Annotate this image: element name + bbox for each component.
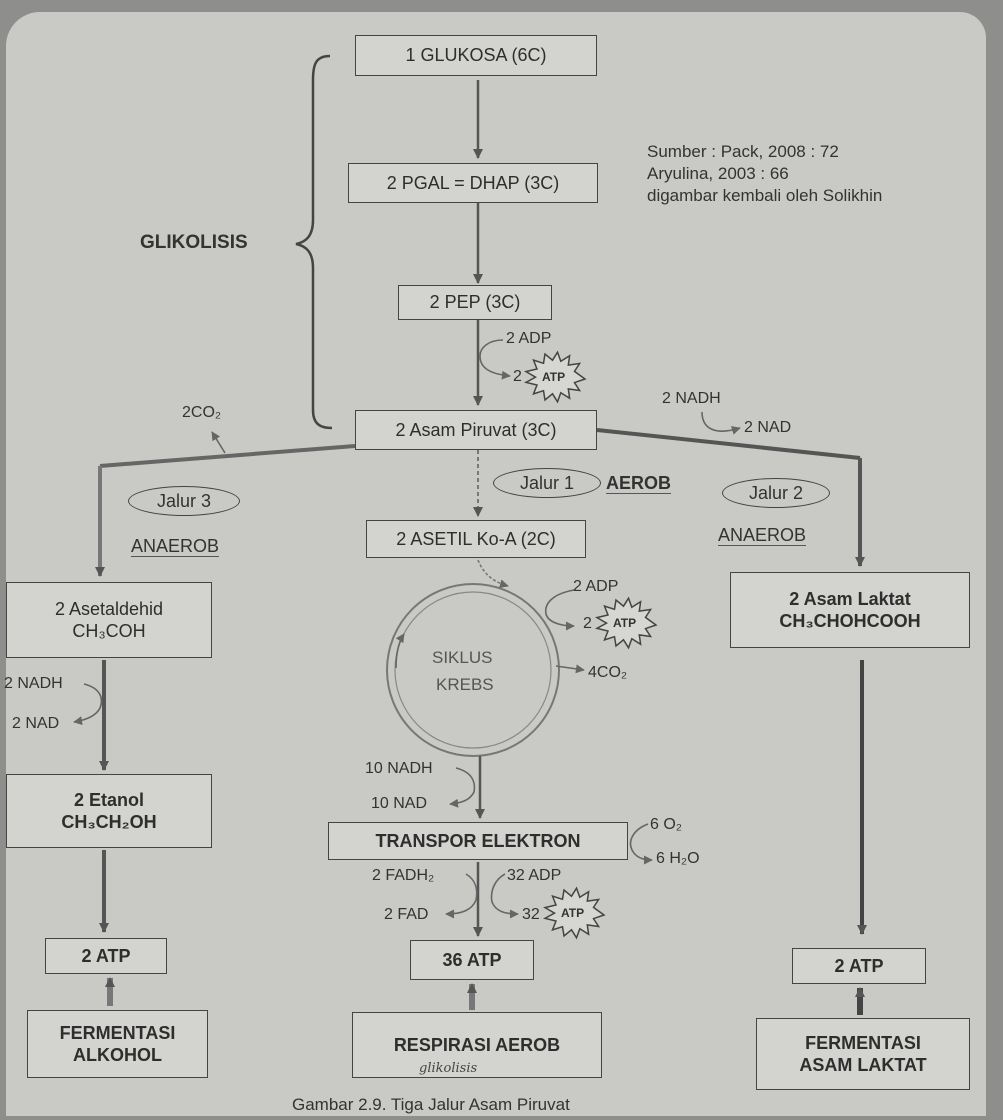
label-nad-right: 2 NAD — [744, 419, 792, 436]
source-line-2: Aryulina, 2003 : 66 — [647, 164, 789, 184]
arrow-nadh-right — [701, 411, 741, 435]
fermentasi-laktat-box: FERMENTASI ASAM LAKTAT — [756, 1018, 970, 1090]
atp-star-krebs — [594, 596, 658, 650]
anaerob-right-label: ANAEROB — [718, 525, 807, 546]
krebs-label-2: KREBS — [436, 675, 494, 694]
etanol-formula: CH₃CH₂OH — [61, 812, 157, 832]
label-atp-krebs: ATP — [613, 616, 637, 630]
etanol-box: 2 Etanol CH₃CH₂OH — [6, 774, 212, 848]
asetil-koa-box: 2 ASETIL Ko-A (2C) — [366, 520, 586, 558]
krebs-cycle-outer — [386, 583, 560, 757]
handwritten-note: glikolisis — [419, 1061, 478, 1076]
label-co2: 2CO₂ — [182, 404, 222, 421]
label-nad-10: 10 NAD — [371, 795, 428, 812]
label-nad-left: 2 NAD — [12, 715, 60, 732]
asam-laktat-box: 2 Asam Laktat CH₃CHOHCOOH — [730, 572, 970, 648]
atp-star-transpor — [542, 886, 606, 940]
branch-right — [596, 428, 861, 460]
label-o2: 6 O₂ — [650, 816, 682, 833]
label-nadh-10: 10 NADH — [365, 760, 433, 777]
fermentasi-alkohol-box: FERMENTASI ALKOHOL — [27, 1010, 208, 1078]
arrow-fadh — [445, 873, 478, 919]
jalur-2-oval: Jalur 2 — [722, 478, 830, 508]
arrow-co2 — [211, 431, 226, 454]
arrow-adp-pep — [479, 339, 511, 380]
jalur-3-oval: Jalur 3 — [128, 486, 240, 516]
atp-left-box: 2 ATP — [45, 938, 167, 974]
branch-left — [99, 444, 356, 468]
laktat-name: 2 Asam Laktat — [789, 588, 911, 609]
arrow-o2-h2o — [629, 823, 653, 865]
label-atp-krebs-count: 2 — [583, 615, 592, 632]
atp-star-pep — [523, 350, 587, 404]
krebs-cycle-inner — [394, 591, 552, 749]
arrow-co2-krebs — [555, 664, 585, 674]
label-adp-32: 32 ADP — [507, 867, 562, 884]
label-nadh-right: 2 NADH — [662, 390, 721, 407]
source-line-1: Sumber : Pack, 2008 : 72 — [647, 142, 839, 161]
asetaldehid-formula: CH₃COH — [72, 621, 146, 641]
glukosa-box: 1 GLUKOSA (6C) — [355, 35, 597, 76]
figure-caption: Gambar 2.9. Tiga Jalur Asam Piruvat — [292, 1095, 570, 1114]
arrow-adp-krebs — [544, 589, 575, 631]
label-atp-pep-count: 2 — [513, 368, 522, 385]
krebs-cycle-arrow-left — [395, 633, 405, 669]
fermentasi-alkohol-line1: FERMENTASI — [59, 1022, 176, 1043]
asetaldehid-name: 2 Asetaldehid — [54, 598, 164, 619]
label-co2-krebs: 4CO₂ — [588, 664, 628, 681]
aerob-label: AEROB — [606, 473, 672, 494]
pep-box: 2 PEP (3C) — [398, 285, 552, 320]
label-fad: 2 FAD — [384, 906, 429, 923]
transpor-elektron-box: TRANSPOR ELEKTRON — [328, 822, 628, 860]
piruvat-box: 2 Asam Piruvat (3C) — [355, 410, 597, 450]
glycolysis-label: GLIKOLISIS — [140, 232, 248, 253]
fermentasi-laktat-line2: ASAM LAKTAT — [799, 1055, 927, 1075]
etanol-name: 2 Etanol — [73, 789, 144, 810]
fermentasi-laktat-line1: FERMENTASI — [805, 1032, 921, 1053]
krebs-label-1: SIKLUS — [432, 648, 493, 667]
arrow-nadh-left — [73, 683, 103, 726]
respirasi-aerob-box: RESPIRASI AEROB — [352, 1012, 602, 1078]
jalur-1-oval: Jalur 1 — [493, 468, 601, 498]
glycolysis-brace — [295, 54, 333, 430]
label-adp-krebs: 2 ADP — [573, 578, 619, 595]
label-atp-pep: ATP — [542, 370, 566, 384]
atp-right-box: 2 ATP — [792, 948, 926, 984]
fermentasi-alkohol-line2: ALKOHOL — [73, 1045, 162, 1065]
arrow-adp-32 — [490, 873, 519, 919]
atp-center-box: 36 ATP — [410, 940, 534, 980]
arrow-nadh-10 — [449, 767, 476, 808]
asetaldehid-box: 2 Asetaldehid CH₃COH — [6, 582, 212, 658]
label-atp-32: ATP — [561, 906, 585, 920]
label-h2o: 6 H₂O — [656, 850, 700, 867]
source-line-3: digambar kembali oleh Solikhin — [647, 186, 883, 206]
laktat-formula: CH₃CHOHCOOH — [779, 611, 921, 631]
label-nadh-left: 2 NADH — [4, 675, 63, 692]
pgal-box: 2 PGAL = DHAP (3C) — [348, 163, 598, 203]
label-adp-pep: 2 ADP — [506, 330, 552, 347]
label-fadh: 2 FADH₂ — [372, 867, 435, 884]
krebs-entry-arrow — [477, 559, 509, 589]
source-note: Sumber : Pack, 2008 : 72 Aryulina, 2003 … — [647, 141, 882, 207]
label-atp-32-count: 32 — [522, 906, 540, 923]
anaerob-left-label: ANAEROB — [131, 536, 220, 557]
